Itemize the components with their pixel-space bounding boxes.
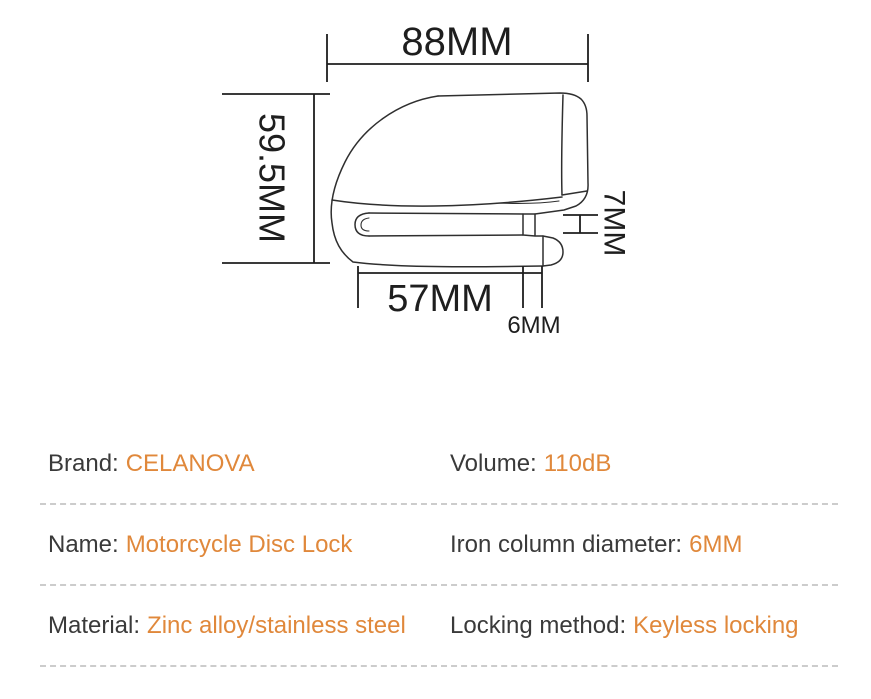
dim-line-88mm xyxy=(326,34,589,82)
volume-value: 110dB xyxy=(543,449,612,477)
spec-row-name-diameter: Name:Motorcycle Disc Lock Iron column di… xyxy=(40,505,838,586)
disc-lock-diagram: 88MM 59.5MM 7MM 57MM 6MM xyxy=(222,20,631,339)
spec-material: Material:Zinc alloy/stainless steel xyxy=(40,612,450,640)
dim-label-bottom-pin: 6MM xyxy=(507,312,560,339)
lower-right-block xyxy=(542,235,564,267)
lock-body-top-right xyxy=(437,92,589,215)
spec-volume: Volume:110dB xyxy=(450,450,838,478)
lock-seam-line-2 xyxy=(496,200,560,204)
lock-pin xyxy=(522,213,544,237)
slot-bottom-edge xyxy=(368,234,524,237)
dim-line-59-5mm xyxy=(222,93,330,264)
name-label: Name: xyxy=(48,530,119,558)
lock-body-left-bottom xyxy=(330,95,544,268)
diameter-label: Iron column diameter: xyxy=(450,530,683,558)
locking-method-value: Keyless locking xyxy=(633,611,799,639)
dim-line-57mm-6mm xyxy=(357,266,543,308)
dimension-lines xyxy=(222,34,598,308)
diameter-value: 6MM xyxy=(689,530,743,558)
dim-label-right-slot: 7MM xyxy=(598,190,631,257)
slot-left-cap xyxy=(354,212,370,237)
spec-iron-column-diameter: Iron column diameter:6MM xyxy=(450,531,838,559)
brand-value: CELANOVA xyxy=(125,449,255,477)
lock-panel-bevel-chord xyxy=(561,190,588,196)
spec-name: Name:Motorcycle Disc Lock xyxy=(40,531,450,559)
locking-method-label: Locking method: xyxy=(450,611,627,639)
spec-locking-method: Locking method:Keyless locking xyxy=(450,612,838,640)
spec-table: Brand:CELANOVA Volume:110dB Name:Motorcy… xyxy=(40,424,838,667)
slot-top-edge xyxy=(368,212,524,215)
dim-line-7mm xyxy=(563,214,598,234)
spec-row-brand-volume: Brand:CELANOVA Volume:110dB xyxy=(40,424,838,505)
spec-row-material-locking: Material:Zinc alloy/stainless steel Lock… xyxy=(40,586,838,667)
dim-label-top-width: 88MM xyxy=(401,20,512,64)
spec-brand: Brand:CELANOVA xyxy=(40,450,450,478)
lock-seam-line xyxy=(331,196,563,207)
brand-label: Brand: xyxy=(48,449,119,477)
material-value: Zinc alloy/stainless steel xyxy=(147,611,406,639)
material-label: Material: xyxy=(48,611,141,639)
volume-label: Volume: xyxy=(450,449,537,477)
name-value: Motorcycle Disc Lock xyxy=(125,530,353,558)
lock-panel-inner-line xyxy=(560,94,564,196)
dim-label-bottom-length: 57MM xyxy=(387,278,493,320)
dim-label-left-height: 59.5MM xyxy=(252,113,293,243)
slot-left-cap-inner xyxy=(360,217,370,232)
lock-drawing xyxy=(330,92,589,268)
product-dimension-diagram: 88MM 59.5MM 7MM 57MM 6MM xyxy=(222,20,631,339)
